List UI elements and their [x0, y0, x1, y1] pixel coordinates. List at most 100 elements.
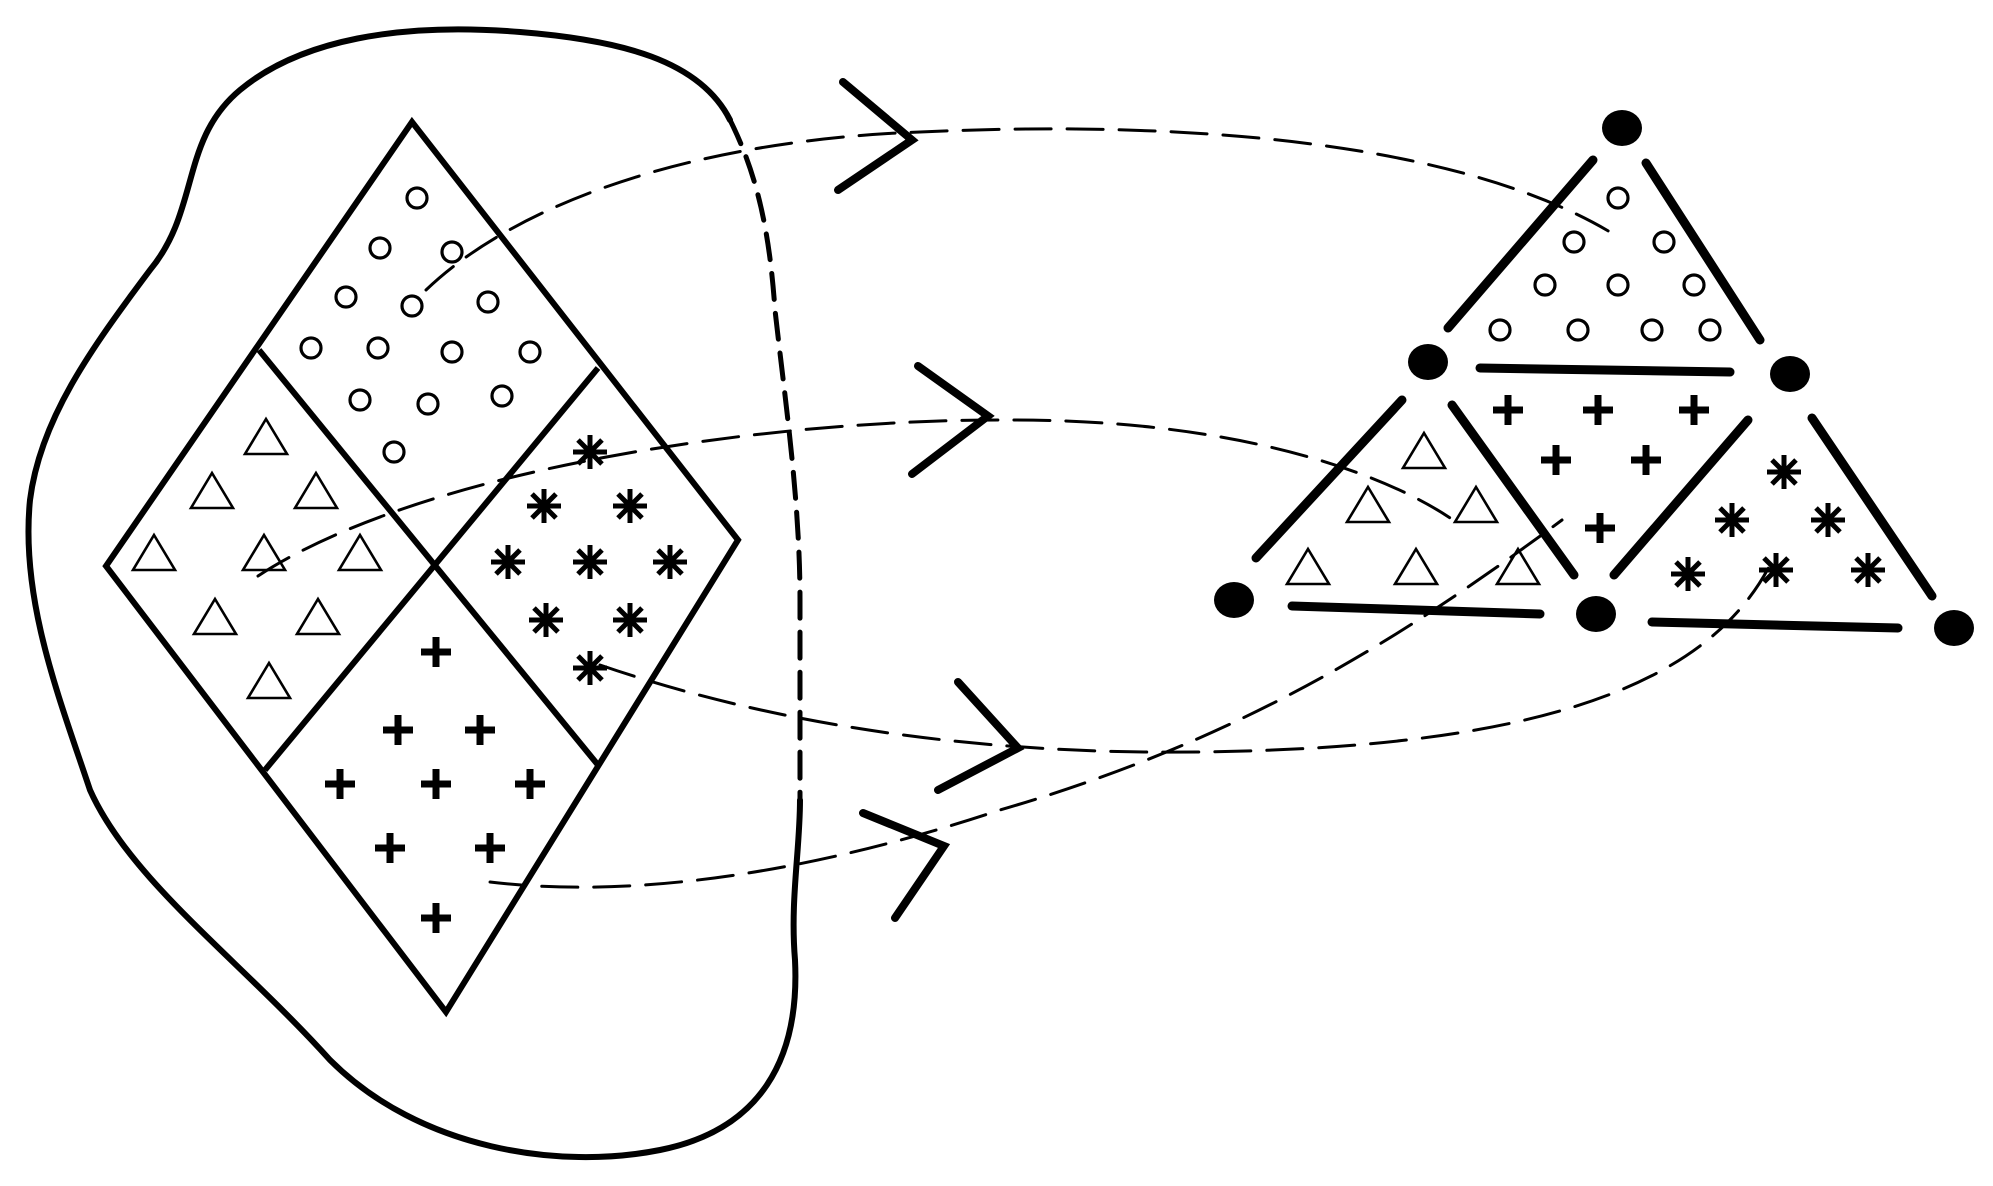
circle-symbol	[1698, 318, 1722, 342]
star-symbol	[573, 545, 607, 579]
circle-symbol	[1606, 273, 1630, 297]
curve-stars	[598, 563, 1772, 754]
triangle-symbol	[1453, 485, 1499, 524]
vertex-dot	[1214, 582, 1254, 618]
triangle-symbol	[1401, 431, 1447, 470]
triangle-symbol	[131, 533, 177, 572]
circle-symbol	[348, 388, 372, 412]
star-symbol	[527, 489, 561, 523]
star-symbol	[1767, 455, 1801, 489]
blob-outline	[25, 26, 803, 1161]
vertex-dot	[1602, 110, 1642, 146]
arrowhead-stars	[934, 678, 1025, 794]
plus-symbol	[1631, 445, 1661, 475]
curve-circles	[424, 127, 1617, 292]
edge	[1807, 413, 1937, 601]
edge	[1641, 158, 1765, 345]
circle-symbol	[400, 294, 424, 318]
curve-triangles	[256, 418, 1462, 578]
star-symbol	[1671, 557, 1705, 591]
plus-symbol	[421, 637, 451, 667]
plus-symbol	[325, 769, 355, 799]
triangle-vertices	[1214, 110, 1974, 646]
circle-symbol	[368, 236, 392, 260]
diamond	[102, 116, 742, 1018]
edge	[1287, 601, 1545, 619]
plus-symbol	[1583, 395, 1613, 425]
circle-symbol	[1640, 318, 1664, 342]
blob-dashed-edge	[727, 117, 803, 803]
vertex-dot	[1408, 344, 1448, 380]
plus-symbol	[515, 769, 545, 799]
triangle-symbol	[246, 661, 292, 700]
circle-symbol	[440, 340, 464, 364]
triangle-symbol	[243, 417, 289, 456]
arrowhead-circles	[834, 78, 919, 194]
plus-symbol	[465, 715, 495, 745]
circle-symbol	[416, 392, 440, 416]
plus-symbol	[375, 833, 405, 863]
triangle-symbol	[337, 533, 383, 572]
plus-symbol	[1541, 445, 1571, 475]
star-symbol	[613, 489, 647, 523]
diamond-divider-b	[262, 366, 601, 772]
plus-symbol	[475, 833, 505, 863]
region-symbols	[131, 186, 687, 933]
edge	[1647, 617, 1903, 633]
edge	[1443, 155, 1598, 333]
vertex-dot	[1934, 610, 1974, 646]
circle-symbol	[299, 336, 323, 360]
circle-symbol	[1652, 230, 1676, 254]
arrowhead-triangles	[908, 362, 995, 478]
edge	[1475, 363, 1735, 377]
star-symbol	[1759, 553, 1793, 587]
circle-symbol	[1533, 273, 1557, 297]
triangle-symbol	[1285, 547, 1331, 586]
tiled-triangle	[1251, 155, 1937, 633]
star-symbol	[653, 545, 687, 579]
arrowhead-plus	[859, 809, 951, 922]
triangle-symbol	[192, 597, 238, 636]
circle-symbol	[1488, 318, 1512, 342]
circle-symbol	[1682, 273, 1706, 297]
plus-symbol	[1585, 513, 1615, 543]
star-symbol	[1811, 503, 1845, 537]
triangle-symbol	[293, 471, 339, 510]
curve-plus	[488, 518, 1564, 889]
edge	[1251, 395, 1407, 563]
circle-symbol	[518, 340, 542, 364]
circle-symbol	[476, 290, 500, 314]
plus-symbol	[1493, 395, 1523, 425]
edge	[1447, 400, 1579, 580]
star-symbol	[573, 651, 607, 685]
circle-symbol	[334, 285, 358, 309]
arrowheads	[834, 78, 1025, 922]
triangle-symbol	[1393, 547, 1439, 586]
triangle-symbol	[1495, 547, 1541, 586]
circle-symbol	[366, 336, 390, 360]
star-symbol	[1715, 503, 1749, 537]
circle-symbol	[1566, 318, 1590, 342]
star-symbol	[529, 603, 563, 637]
circle-symbol	[490, 384, 514, 408]
plus-symbol	[383, 715, 413, 745]
triangle-symbol	[189, 471, 235, 510]
circle-symbol	[1562, 230, 1586, 254]
mapping-curves	[256, 127, 1772, 889]
triangle-symbol	[1345, 485, 1391, 524]
star-symbol	[491, 545, 525, 579]
plus-symbol	[421, 769, 451, 799]
star-symbol	[1851, 553, 1885, 587]
circle-symbol	[1606, 186, 1630, 210]
plus-symbol	[1679, 395, 1709, 425]
plus-symbol	[421, 903, 451, 933]
circle-symbol	[405, 186, 429, 210]
triangle-symbol	[295, 597, 341, 636]
diamond-divider-a	[256, 348, 601, 767]
diamond-outline	[102, 116, 742, 1018]
vertex-dot	[1576, 596, 1616, 632]
circle-symbol	[440, 240, 464, 264]
vertex-dot	[1770, 356, 1810, 392]
